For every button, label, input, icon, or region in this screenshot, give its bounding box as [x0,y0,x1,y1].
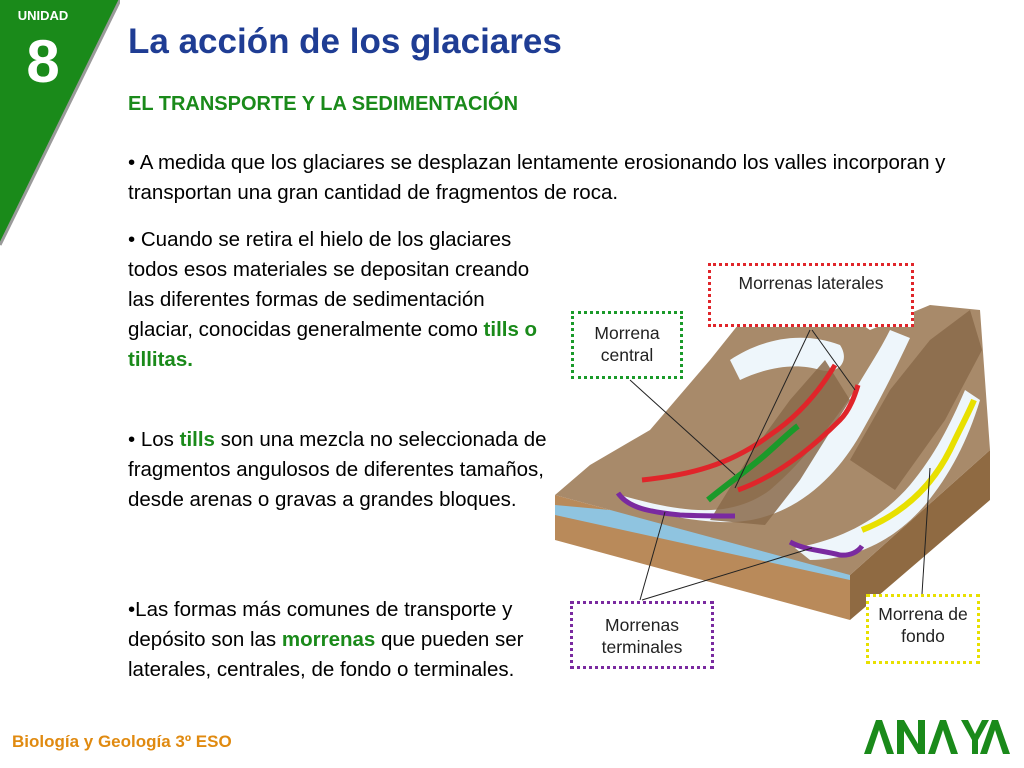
anaya-logo [864,720,1010,754]
morrena-terminal-line [788,539,865,558]
leader-line-central [629,379,736,476]
highlight-tills-tillitas: tills o tillitas. [128,318,538,371]
paragraph-transport: • A medida que los glaciares se desplaza… [128,151,946,204]
leader-line-terminal [639,511,666,601]
section-subtitle: EL TRANSPORTE Y LA SEDIMENTACIÓN [128,93,519,115]
diagram-ice-side [795,390,980,560]
label-morrena-fondo: Morrena de fondo [866,594,980,664]
paragraph-text: • Los [128,428,180,451]
morrena-central-line [706,423,800,503]
leader-line-terminal [641,547,813,601]
paragraph-text: son una mezcla no seleccionada de fragme… [128,428,547,511]
label-morrena-central: Morrena central [571,311,683,379]
footer-course: Biología y Geología 3º ESO [12,732,232,751]
paragraph-text: que pueden ser laterales, centrales, de … [128,628,524,681]
paragraph-tills-intro: • Cuando se retira el hielo de los glaci… [128,225,548,375]
leader-line-fondo [921,467,931,595]
highlight-tills: tills [179,428,215,451]
glacier-diagram [555,290,990,620]
paragraph-text: •Las formas más comunes de transporte y … [128,598,513,651]
leader-line-lateral [734,329,811,489]
leader-line-lateral [811,329,856,391]
morrena-terminal-line [615,491,736,519]
label-morrenas-laterales: Morrenas laterales [708,263,914,327]
morrena-fondo-line [860,398,977,533]
paragraph-text: • Cuando se retira el hielo de los glaci… [128,228,530,341]
unit-tab-background [0,0,120,246]
diagram-ice-upper [730,337,844,380]
morrena-lateral-line [641,363,838,483]
diagram-ice-main [620,330,910,523]
unit-number: 8 [26,28,60,95]
paragraph-morrenas: •Las formas más comunes de transporte y … [128,595,558,685]
label-morrenas-terminales: Morrenas terminales [570,601,714,669]
diagram-water-strip [555,505,850,580]
highlight-morrenas: morrenas [281,628,376,651]
page-title: La acción de los glaciares [128,22,562,61]
diagram-ridge [850,310,982,490]
unit-label: UNIDAD [17,8,69,23]
morrena-lateral-line [737,384,861,493]
paragraph-tills-definition: • Los tills son una mezcla no selecciona… [128,425,548,515]
diagram-side-face [850,450,990,620]
